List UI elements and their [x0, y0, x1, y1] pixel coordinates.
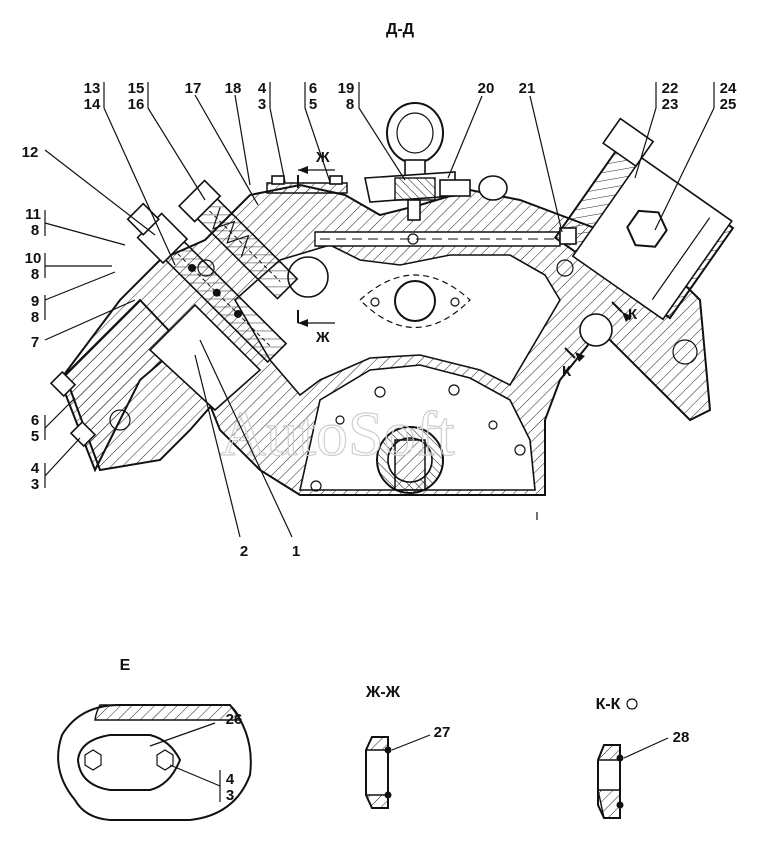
section-zh-detail: 27: [364, 724, 451, 809]
callout-26: 26: [226, 711, 243, 728]
plug-right: [579, 313, 613, 347]
callout-16: 16: [128, 96, 145, 113]
callout-4-left: 4: [31, 460, 40, 477]
callout-11: 11: [25, 206, 41, 223]
callout-7: 7: [31, 334, 39, 351]
callout-17: 17: [185, 80, 202, 97]
view-e-detail: 26 4 3: [57, 704, 252, 821]
callout-6-top: 6: [309, 80, 317, 97]
leader-lines: [44, 82, 715, 538]
section-title-k: К-К: [596, 696, 621, 713]
cut-label-zh-top: Ж: [315, 149, 330, 166]
callout-21: 21: [519, 80, 536, 97]
callout-4-top: 4: [258, 80, 267, 97]
callout-5-top: 5: [309, 96, 317, 113]
callout-18: 18: [225, 80, 242, 97]
section-title-dd: Д-Д: [386, 21, 415, 38]
callout-8-left-c: 8: [31, 309, 39, 326]
right-pump-assembly: [553, 117, 735, 321]
section-k-detail: 28: [596, 729, 690, 819]
callout-5-left: 5: [31, 428, 39, 445]
callout-14: 14: [84, 96, 101, 113]
upper-left-valve: [178, 179, 299, 300]
callout-22: 22: [662, 80, 679, 97]
callout-6-left: 6: [31, 412, 39, 429]
lifting-eye-bolt: [364, 102, 508, 221]
callout-4-view-e: 4: [226, 771, 235, 788]
callout-25: 25: [720, 96, 737, 113]
cut-label-k-lower: К: [562, 363, 572, 380]
cut-label-k-upper: К: [628, 306, 638, 323]
callouts-left: 12 11 8 10 8 9 8 7 6 5 4 3: [22, 144, 42, 493]
section-title-zh: Ж-Ж: [365, 684, 401, 701]
cover-outline: [359, 274, 471, 329]
view-title-e: Е: [120, 657, 131, 674]
cut-label-zh-bottom: Ж: [315, 329, 330, 346]
cut-mark-k-upper: К: [611, 301, 638, 323]
callout-3-view-e: 3: [226, 787, 234, 804]
top-cover-plate: [266, 175, 348, 194]
callout-8-top: 8: [346, 96, 354, 113]
callout-23: 23: [662, 96, 679, 113]
callout-10: 10: [25, 250, 42, 267]
watermark-text: AutoSoft: [220, 398, 455, 469]
pipe-fitting: [559, 227, 577, 245]
callouts-bottom: 2 1: [240, 543, 300, 560]
callout-8-left-a: 8: [31, 222, 39, 239]
cut-mark-zh-top: Ж: [297, 149, 335, 188]
callout-28: 28: [673, 729, 690, 746]
housing-body: [58, 183, 712, 496]
callout-2: 2: [240, 543, 248, 560]
callouts-top: 13 14 15 16 17 18 4 3 6 5 19 8 20 21 22 …: [84, 80, 737, 113]
callout-19: 19: [338, 80, 355, 97]
callout-3-left: 3: [31, 476, 39, 493]
cut-mark-k-lower: К: [562, 347, 585, 380]
callout-9: 9: [31, 293, 39, 310]
callout-8-left-b: 8: [31, 266, 39, 283]
callout-13: 13: [84, 80, 101, 97]
cut-mark-zh-bottom: Ж: [297, 310, 335, 346]
callout-3-top: 3: [258, 96, 266, 113]
callout-24: 24: [720, 80, 737, 97]
callout-27: 27: [434, 724, 451, 741]
left-pump-assembly: [49, 298, 262, 472]
callout-15: 15: [128, 80, 145, 97]
callout-20: 20: [478, 80, 495, 97]
callout-12: 12: [22, 144, 39, 161]
callout-1: 1: [292, 543, 300, 560]
rotation-symbol-icon: [626, 698, 638, 710]
